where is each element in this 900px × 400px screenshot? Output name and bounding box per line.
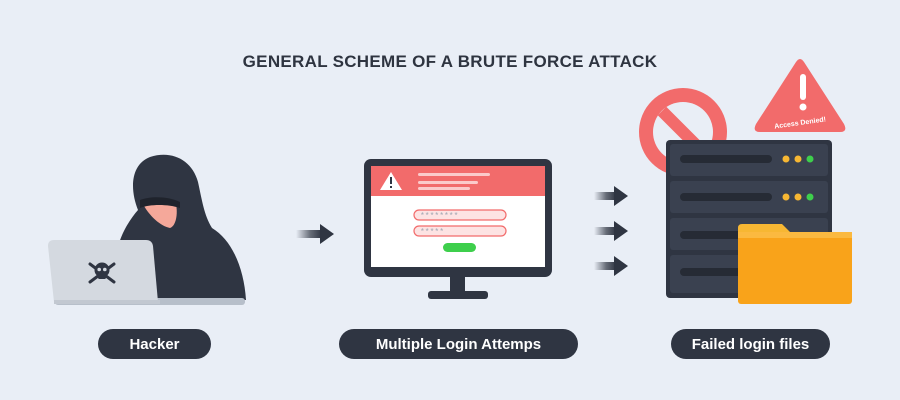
login-button — [443, 243, 476, 252]
step-label-login-attempts: Multiple Login Attemps — [339, 329, 578, 359]
monitor-illustration: ******** ***** — [364, 159, 552, 299]
arrow-right-icon — [594, 256, 628, 276]
server-unit — [670, 144, 828, 176]
hacker-illustration — [48, 155, 246, 305]
server-unit — [670, 181, 828, 213]
password-mask-2: ***** — [420, 228, 444, 237]
access-denied-badge: Access Denied! — [755, 59, 846, 132]
arrow-right-icon — [594, 221, 628, 241]
step-label-hacker: Hacker — [98, 329, 211, 359]
arrow-right-icon — [296, 224, 334, 244]
step-label-failed-files: Failed login files — [671, 329, 830, 359]
password-mask-1: ******** — [420, 212, 458, 221]
arrow-right-icon — [594, 186, 628, 206]
server-illustration: Access Denied! — [639, 59, 852, 304]
monitor-neck — [450, 277, 465, 292]
folder-icon — [738, 224, 852, 304]
monitor-base — [428, 291, 488, 299]
